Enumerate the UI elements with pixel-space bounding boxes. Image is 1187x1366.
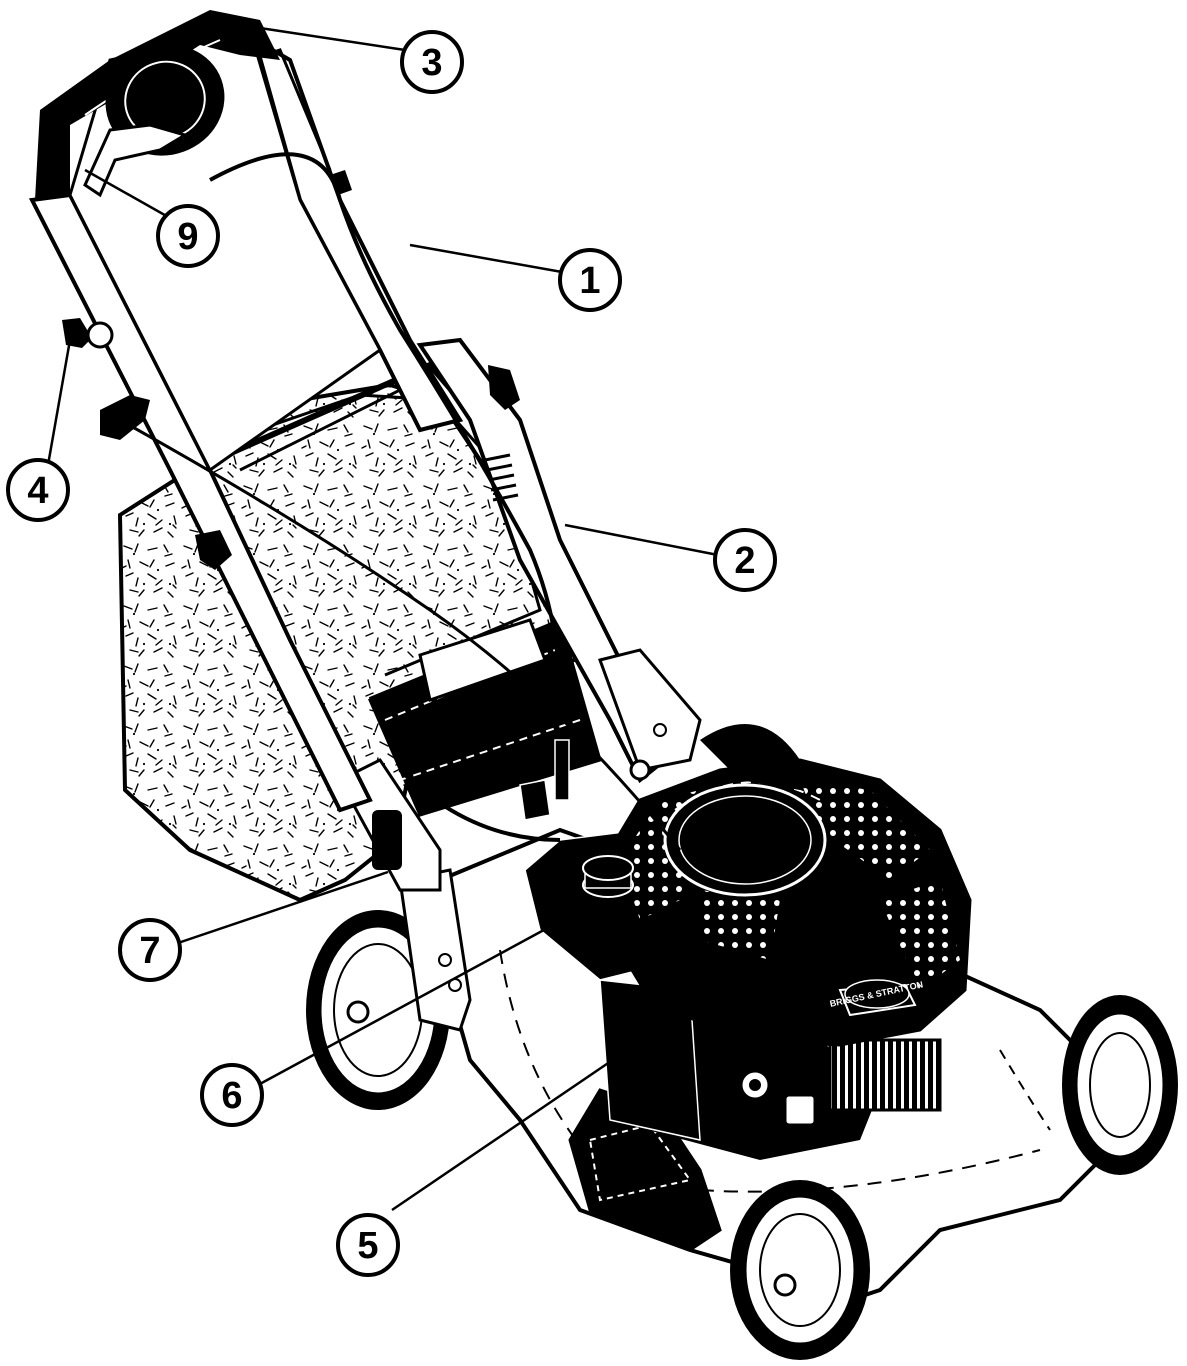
handle-knob-left [100, 395, 232, 570]
callout-circle [400, 30, 464, 94]
callout-4: 4 [6, 458, 70, 522]
leader-lines [46, 26, 719, 1212]
callout-number: 6 [221, 1075, 242, 1117]
callout-circle [118, 918, 182, 982]
rear-discharge-flap [368, 617, 602, 817]
callout-number: 2 [734, 540, 755, 582]
handle-knob-right [488, 365, 520, 410]
callout-3: 3 [400, 30, 464, 94]
callout-number: 3 [421, 42, 442, 84]
engine: BRIGGS & STRATTON [524, 758, 972, 1160]
callout-2: 2 [713, 528, 777, 592]
dipstick [519, 739, 570, 821]
callout-circle [6, 458, 70, 522]
callout-9: 9 [156, 204, 220, 268]
front-left-wheel [730, 1180, 870, 1360]
rear-right-wheel [700, 724, 800, 790]
upper-handle [28, 10, 682, 851]
lever-bracket [264, 48, 352, 195]
callout-circle [156, 204, 220, 268]
front-right-wheel [1062, 995, 1178, 1175]
callout-number: 1 [579, 260, 600, 302]
callout-number: 9 [177, 216, 198, 258]
callout-number: 5 [357, 1225, 378, 1267]
callout-number: 7 [139, 930, 160, 972]
callout-circle [200, 1063, 264, 1127]
callout-5: 5 [336, 1213, 400, 1277]
callout-group: 1 2 3 4 5 6 7 9 [6, 30, 777, 1277]
callout-6: 6 [200, 1063, 264, 1127]
callout-circle [713, 528, 777, 592]
callout-1: 1 [558, 248, 622, 312]
lower-handle [416, 337, 702, 784]
callout-7: 7 [118, 918, 182, 982]
callout-circle [558, 248, 622, 312]
callout-circle [336, 1213, 400, 1277]
callout-number: 4 [27, 470, 48, 512]
